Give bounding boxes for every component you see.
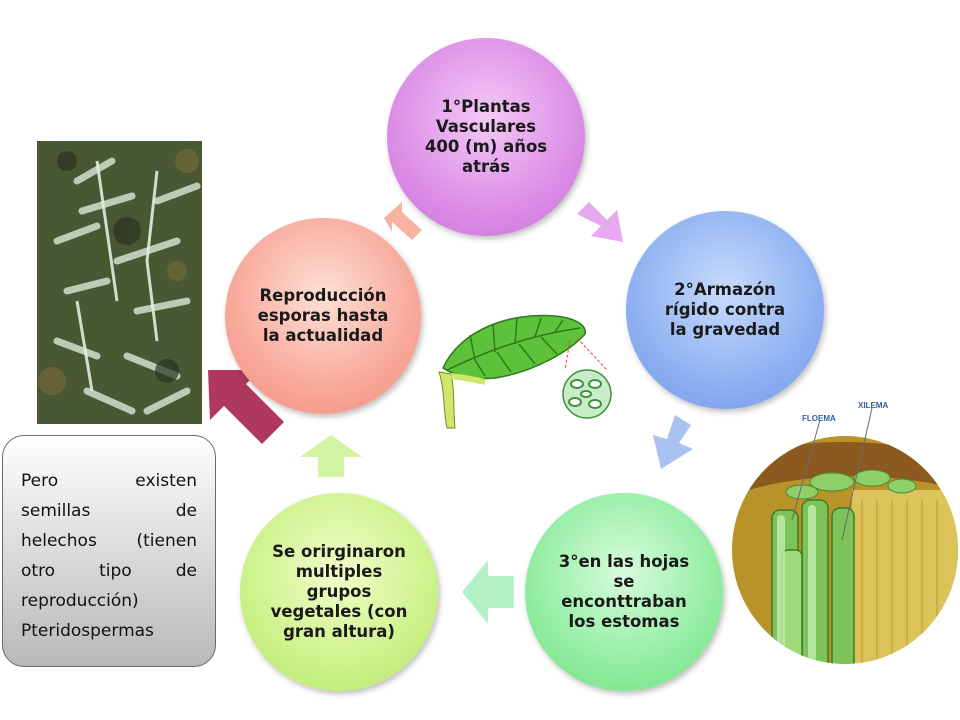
step-2-circle: 2°Armazón rígido contra la gravedad bbox=[626, 211, 824, 409]
arrow-step1-to-step2 bbox=[577, 202, 623, 242]
big-arrow-to-photo bbox=[208, 370, 284, 444]
note-box: Pero existen semillas de helechos (tiene… bbox=[2, 435, 216, 667]
step-4-label: Se orirginaron multiples grupos vegetale… bbox=[270, 542, 408, 641]
floema-label: FLOEMA bbox=[802, 414, 836, 423]
fern-photo bbox=[37, 141, 202, 424]
step-5-label: Reproducción esporas hasta la actualidad bbox=[257, 286, 389, 345]
step-1-label: 1°Plantas Vasculares 400 (m) años atrás bbox=[424, 97, 548, 176]
step-2-label: 2°Armazón rígido contra la gravedad bbox=[664, 280, 786, 339]
arrow-step4-to-step5 bbox=[300, 435, 362, 477]
note-text: Pero existen semillas de helechos (tiene… bbox=[21, 471, 197, 641]
arrow-step2-to-step3 bbox=[653, 415, 693, 469]
xilema-label: XILEMA bbox=[858, 401, 888, 410]
step-4-circle: Se orirginaron multiples grupos vegetale… bbox=[240, 493, 438, 691]
arrow-step3-to-step4 bbox=[462, 560, 514, 624]
vascular-cross-section: FLOEMA XILEMA bbox=[732, 401, 958, 664]
step-3-circle: 3°en las hojas se enconttraban los estom… bbox=[525, 493, 723, 691]
step-3-label: 3°en las hojas se enconttraban los estom… bbox=[558, 552, 690, 631]
leaf-illustration bbox=[438, 314, 612, 429]
arrow-step5-to-step1 bbox=[384, 202, 422, 240]
step-5-circle: Reproducción esporas hasta la actualidad bbox=[225, 218, 421, 414]
step-1-circle: 1°Plantas Vasculares 400 (m) años atrás bbox=[387, 38, 585, 236]
